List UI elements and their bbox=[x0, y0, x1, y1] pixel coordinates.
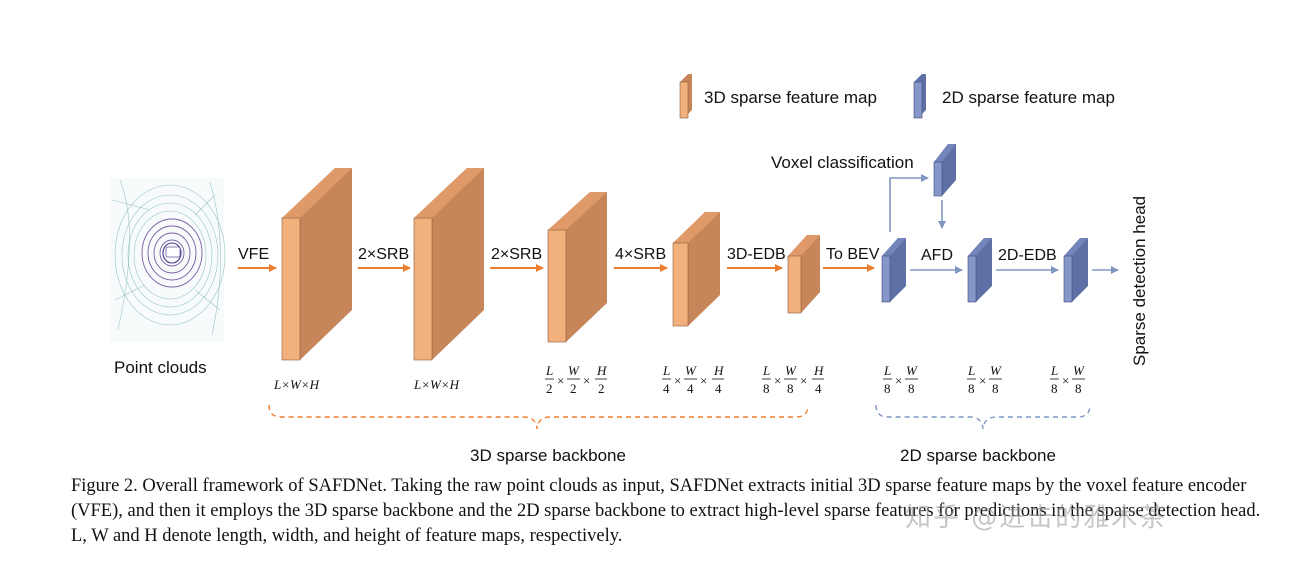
svg-text:2: 2 bbox=[546, 381, 553, 396]
voxel-branch-arrow bbox=[889, 174, 929, 232]
legend-3d-swatch bbox=[679, 74, 692, 119]
dim-label-2: L×W×H bbox=[413, 377, 460, 392]
lidar-point-cloud-icon bbox=[110, 178, 226, 342]
svg-text:W: W bbox=[990, 363, 1002, 378]
feature-block-3d-5 bbox=[787, 235, 820, 314]
svg-text:8: 8 bbox=[1051, 381, 1058, 396]
point-clouds-label: Point clouds bbox=[114, 358, 207, 377]
svg-text:8: 8 bbox=[1075, 381, 1082, 396]
feature-block-2d-2 bbox=[967, 238, 992, 303]
feature-block-2d-1 bbox=[881, 238, 906, 303]
dim-fraction-4: L 4 × W 4 × H 4 bbox=[662, 363, 724, 396]
svg-text:×: × bbox=[800, 373, 807, 388]
legend-2d-label: 2D sparse feature map bbox=[942, 88, 1115, 107]
figure-caption: Figure 2. Overall framework of SAFDNet. … bbox=[71, 476, 1261, 546]
svg-text:2: 2 bbox=[570, 381, 577, 396]
sparse-detection-head-label: Sparse detection head bbox=[1130, 196, 1149, 366]
svg-text:H: H bbox=[813, 363, 824, 378]
legend-3d-label: 3D sparse feature map bbox=[704, 88, 877, 107]
svg-text:×: × bbox=[979, 373, 986, 388]
dim-fraction-3: L 2 × W 2 × H 2 bbox=[545, 363, 607, 396]
svg-text:4: 4 bbox=[663, 381, 670, 396]
dim-label-1: L×W×H bbox=[273, 377, 320, 392]
svg-text:×: × bbox=[674, 373, 681, 388]
svg-text:W: W bbox=[685, 363, 697, 378]
srb2-label: 2×SRB bbox=[491, 246, 542, 263]
srb3-label: 4×SRB bbox=[615, 246, 666, 263]
svg-text:L: L bbox=[545, 363, 553, 378]
feature-block-3d-4 bbox=[672, 212, 720, 327]
svg-text:8: 8 bbox=[787, 381, 794, 396]
feature-block-3d-1 bbox=[281, 168, 352, 361]
svg-text:4: 4 bbox=[687, 381, 694, 396]
srb1-label: 2×SRB bbox=[358, 246, 409, 263]
dim-fraction-8: L 8 × W 8 bbox=[1050, 363, 1085, 396]
svg-text:L: L bbox=[967, 363, 975, 378]
svg-text:8: 8 bbox=[763, 381, 770, 396]
feature-block-3d-3 bbox=[547, 192, 607, 343]
feature-block-3d-2 bbox=[413, 168, 484, 361]
legend: 3D sparse feature map 2D sparse feature … bbox=[679, 74, 1115, 119]
svg-text:×: × bbox=[895, 373, 902, 388]
svg-text:W: W bbox=[785, 363, 797, 378]
backbone-2d-label: 2D sparse backbone bbox=[900, 446, 1056, 465]
svg-text:W: W bbox=[1073, 363, 1085, 378]
svg-text:H: H bbox=[596, 363, 607, 378]
svg-text:4: 4 bbox=[815, 381, 822, 396]
afd-label: AFD bbox=[921, 247, 953, 264]
svg-text:8: 8 bbox=[992, 381, 999, 396]
svg-text:8: 8 bbox=[908, 381, 915, 396]
svg-text:L: L bbox=[1050, 363, 1058, 378]
svg-text:L: L bbox=[662, 363, 670, 378]
vfe-label: VFE bbox=[238, 246, 269, 263]
backbone-2d-brace bbox=[875, 404, 1091, 430]
backbone-3d-brace bbox=[268, 404, 809, 430]
legend-2d-swatch bbox=[913, 74, 926, 119]
svg-text:×: × bbox=[583, 373, 590, 388]
feature-block-2d-voxel-cls bbox=[933, 144, 956, 197]
dim-fraction-7: L 8 × W 8 bbox=[967, 363, 1002, 396]
dim-fraction-5: L 8 × W 8 × H 4 bbox=[762, 363, 824, 396]
feature-block-2d-3 bbox=[1063, 238, 1088, 303]
svg-text:W: W bbox=[568, 363, 580, 378]
dim-fraction-6: L 8 × W 8 bbox=[883, 363, 918, 396]
svg-text:×: × bbox=[774, 373, 781, 388]
backbone-3d-label: 3D sparse backbone bbox=[470, 446, 626, 465]
watermark: 知乎 @进击的雅木茶 bbox=[905, 503, 1168, 533]
svg-text:×: × bbox=[1062, 373, 1069, 388]
svg-text:×: × bbox=[700, 373, 707, 388]
voxel-classification-label: Voxel classification bbox=[771, 153, 914, 172]
svg-text:H: H bbox=[713, 363, 724, 378]
svg-text:L: L bbox=[762, 363, 770, 378]
svg-text:4: 4 bbox=[715, 381, 722, 396]
svg-text:×: × bbox=[557, 373, 564, 388]
svg-text:L: L bbox=[883, 363, 891, 378]
svg-text:2: 2 bbox=[598, 381, 605, 396]
svg-text:8: 8 bbox=[968, 381, 975, 396]
to-bev-label: To BEV bbox=[826, 246, 880, 263]
svg-text:8: 8 bbox=[884, 381, 891, 396]
edb3d-label: 3D-EDB bbox=[727, 246, 786, 263]
svg-text:W: W bbox=[906, 363, 918, 378]
edb2d-label: 2D-EDB bbox=[998, 247, 1057, 264]
